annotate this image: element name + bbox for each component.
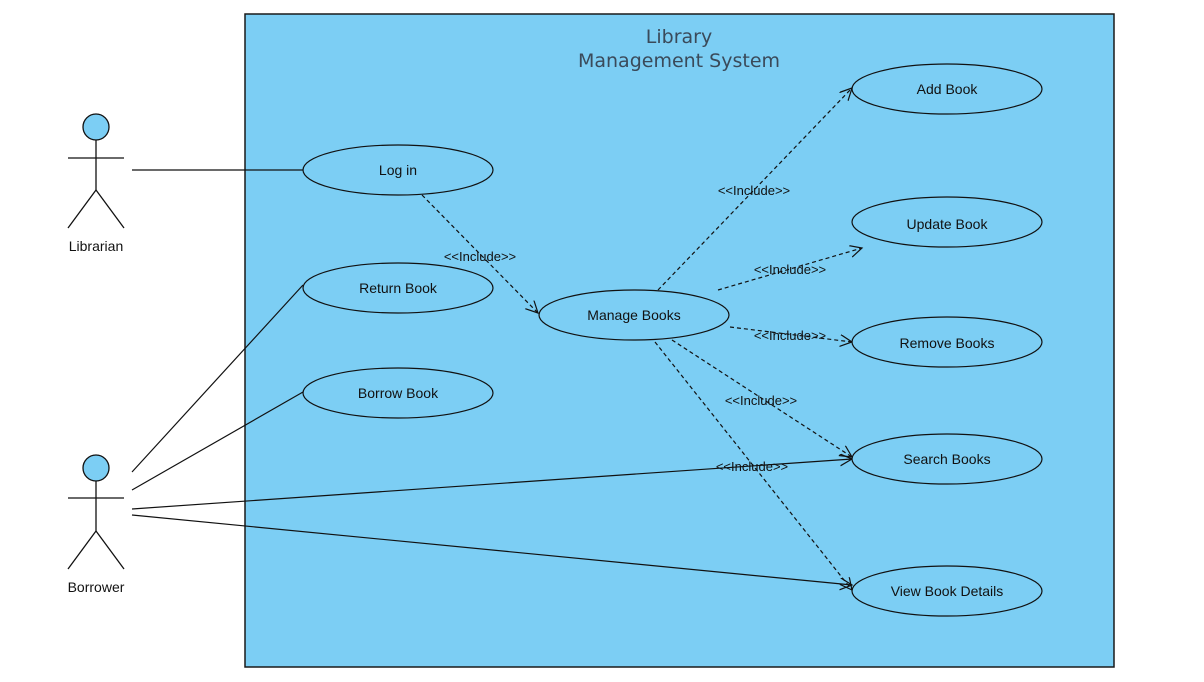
use-case-update-book[interactable]: Update Book <box>851 196 1043 248</box>
include-manage-search <box>671 339 852 457</box>
use-case-add-book[interactable]: Add Book <box>851 63 1043 115</box>
use-case-return-book-label: Return Book <box>359 280 438 296</box>
use-case-remove-books[interactable]: Remove Books <box>851 316 1043 368</box>
actor-head <box>82 113 110 141</box>
association-borrower-return <box>131 284 304 473</box>
actor-librarian[interactable]: Librarian <box>67 113 125 254</box>
actor-leg-right <box>95 530 125 570</box>
include-manage-update <box>717 248 862 291</box>
use-case-manage-books[interactable]: Manage Books <box>538 289 730 341</box>
association-borrower-search <box>131 459 852 510</box>
use-case-login[interactable]: Log in <box>302 144 494 196</box>
include-label-login-manage: <<Include>> <box>444 249 516 264</box>
actor-leg-left <box>67 530 97 570</box>
include-label-view: <<Include>> <box>716 459 788 474</box>
include-label-add: <<Include>> <box>718 183 790 198</box>
use-case-update-book-label: Update Book <box>907 216 989 232</box>
use-case-add-book-label: Add Book <box>917 81 979 97</box>
actor-borrower-label: Borrower <box>68 579 125 595</box>
actor-leg-right <box>95 189 125 229</box>
include-label-update: <<Include>> <box>754 262 826 277</box>
use-case-view-book-details[interactable]: View Book Details <box>851 565 1043 617</box>
include-manage-view <box>654 341 852 590</box>
use-case-manage-books-label: Manage Books <box>587 307 680 323</box>
use-case-borrow-book-label: Borrow Book <box>358 385 439 401</box>
actor-head <box>82 454 110 482</box>
system-title-line2: Management System <box>578 50 780 72</box>
use-case-view-book-details-label: View Book Details <box>891 583 1004 599</box>
include-label-remove: <<Include>> <box>754 328 826 343</box>
use-case-borrow-book[interactable]: Borrow Book <box>302 367 494 419</box>
include-label-search: <<Include>> <box>725 393 797 408</box>
use-case-search-books-label: Search Books <box>903 451 990 467</box>
use-case-login-label: Log in <box>379 162 417 178</box>
use-case-search-books[interactable]: Search Books <box>851 433 1043 485</box>
association-borrower-view <box>131 514 852 585</box>
system-title-line1: Library <box>646 26 712 48</box>
use-case-return-book[interactable]: Return Book <box>302 262 494 314</box>
include-manage-add <box>657 88 852 291</box>
association-borrower-borrow <box>131 391 304 491</box>
actor-borrower[interactable]: Borrower <box>67 454 125 595</box>
actor-librarian-label: Librarian <box>69 238 123 254</box>
actor-leg-left <box>67 189 97 229</box>
use-case-remove-books-label: Remove Books <box>900 335 995 351</box>
